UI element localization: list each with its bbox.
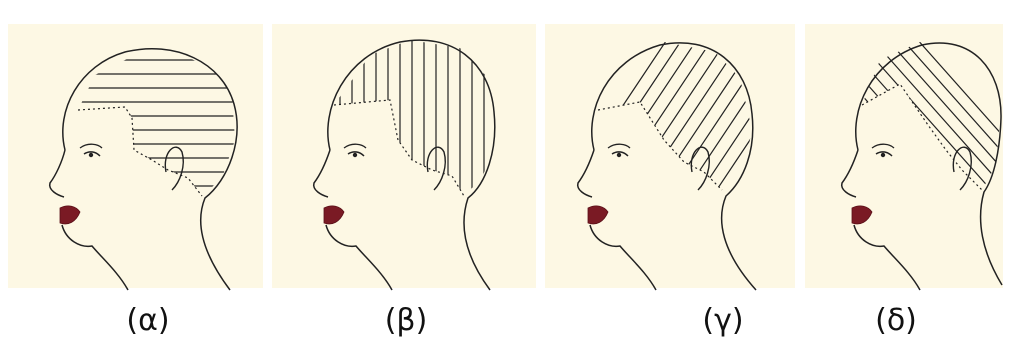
head-b xyxy=(314,30,495,290)
caption-a: (α) xyxy=(108,303,188,339)
head-a xyxy=(50,49,250,290)
head-d xyxy=(750,20,1011,290)
caption-c: (γ) xyxy=(683,303,763,339)
caption-d: (δ) xyxy=(856,303,936,339)
caption-b: (β) xyxy=(366,303,446,339)
head-c xyxy=(560,20,845,290)
